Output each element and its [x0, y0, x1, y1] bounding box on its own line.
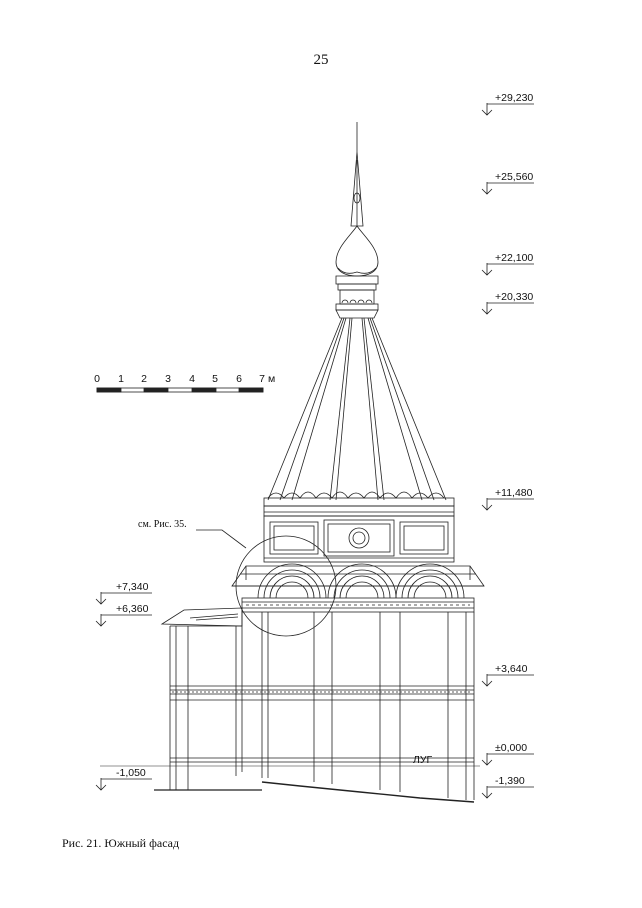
scale-unit: м: [268, 373, 275, 385]
scale-tick-2: 2: [141, 373, 147, 385]
detail-callout-label: см. Рис. 35.: [138, 519, 187, 530]
elevation-markers-right: [481, 103, 534, 799]
elevation-label: +11,480: [495, 487, 533, 499]
tent-roof: [267, 317, 447, 501]
scale-tick-3: 3: [165, 373, 171, 385]
elevation-label: -1,390: [495, 775, 525, 787]
elevation-label: +25,560: [495, 171, 533, 183]
detail-callout: [196, 529, 337, 637]
elevation-label: ±0,000: [495, 742, 527, 754]
zakomara-arches: [257, 563, 465, 599]
frieze-band: [241, 597, 475, 613]
ground-profile: [100, 765, 480, 803]
annex-building: [160, 607, 243, 790]
kokoshnik-row: [263, 491, 455, 517]
elevation-label: +29,230: [495, 92, 533, 104]
scale-bar-labels: 0 1 2 3 4 5 6 7 м: [94, 373, 275, 385]
elevation-label: -1,050: [116, 767, 146, 779]
elevation-labels-left: +7,340 +6,360 -1,050: [116, 581, 149, 779]
scale-tick-4: 4: [189, 373, 195, 385]
elevation-label: +20,330: [495, 291, 533, 303]
scale-tick-7: 7: [259, 373, 265, 385]
elevation-label: +6,360: [116, 603, 149, 615]
lantern-drum: [335, 283, 379, 319]
scale-tick-0: 0: [94, 373, 100, 385]
cornice: [231, 565, 485, 587]
elevation-labels-right: +29,230 +25,560 +22,100 +20,330 +11,480 …: [495, 92, 533, 787]
scale-tick-6: 6: [236, 373, 242, 385]
spire: [350, 122, 364, 227]
elevation-label: +22,100: [495, 252, 533, 264]
ground-label: ЛУГ: [413, 754, 433, 766]
scale-bar: [96, 387, 264, 393]
tower-walls: [241, 612, 475, 800]
elevation-label: +3,640: [495, 663, 528, 675]
octagon-drum: [263, 515, 455, 563]
scale-tick-1: 1: [118, 373, 124, 385]
belt-course: [170, 685, 474, 763]
figure-caption: Рис. 21. Южный фасад: [62, 836, 180, 850]
elevation-label: +7,340: [116, 581, 149, 593]
onion-dome: [335, 225, 379, 285]
page-number: 25: [313, 52, 329, 68]
elevation-markers-left: [95, 592, 152, 791]
scale-tick-5: 5: [212, 373, 218, 385]
